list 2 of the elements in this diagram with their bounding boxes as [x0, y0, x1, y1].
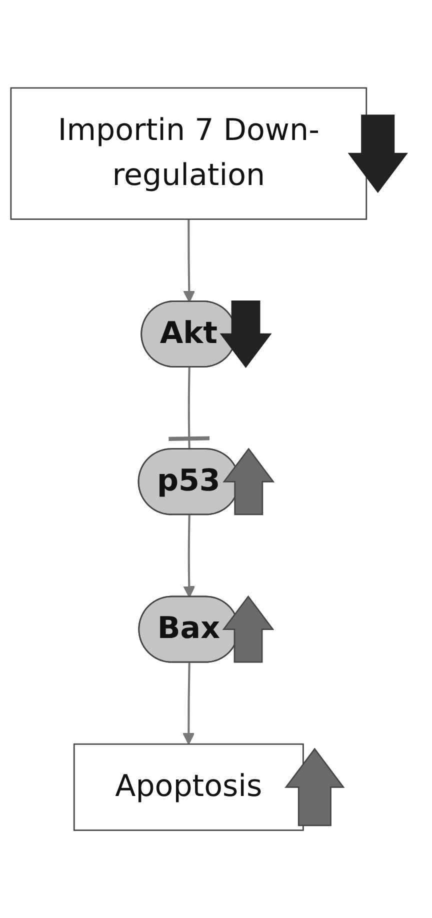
node-box: Importin 7 Down-regulation [10, 87, 368, 220]
node-box: Apoptosis [73, 743, 304, 831]
